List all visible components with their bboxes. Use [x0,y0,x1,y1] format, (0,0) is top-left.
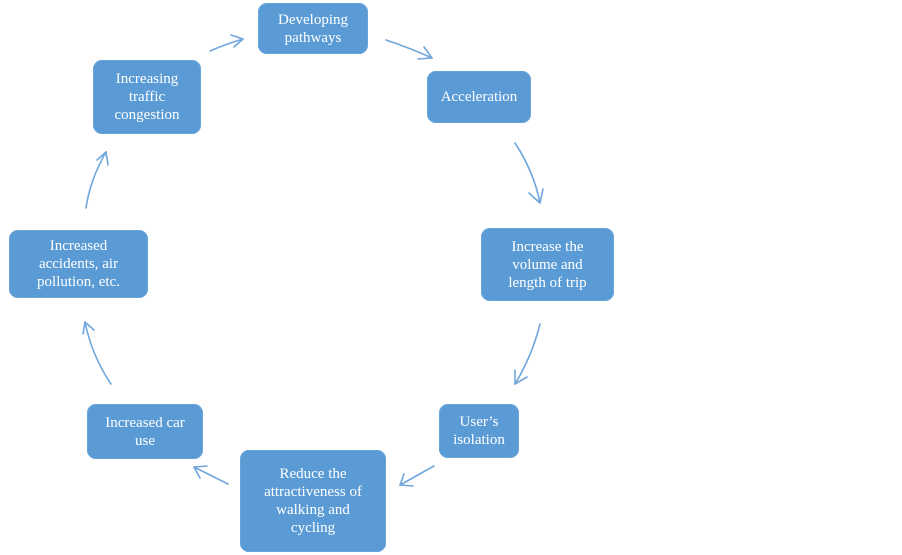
arrow-volume-to-isolation [514,323,541,385]
node-increase-volume: Increase the volume and length of trip [481,228,614,301]
node-acceleration: Acceleration [427,71,531,123]
arrow-acceleration-to-volume [514,142,544,204]
arrow-accidents-to-congestion [85,151,109,209]
arrow-congestion-to-developing [209,34,244,52]
arrow-caruse-to-accidents [82,321,112,385]
node-increasing-congestion: Increasing traffic congestion [93,60,201,134]
arrow-reduce-to-caruse [193,465,229,485]
node-reduce-attractiveness: Reduce the attractiveness of walking and… [240,450,386,552]
arrow-isolation-to-reduce [399,465,435,487]
node-increased-car-use: Increased car use [87,404,203,459]
node-users-isolation: User’s isolation [439,404,519,458]
node-developing-pathways: Developing pathways [258,3,368,54]
node-increased-accidents: Increased accidents, air pollution, etc. [9,230,148,298]
arrow-developing-to-acceleration [385,39,433,60]
